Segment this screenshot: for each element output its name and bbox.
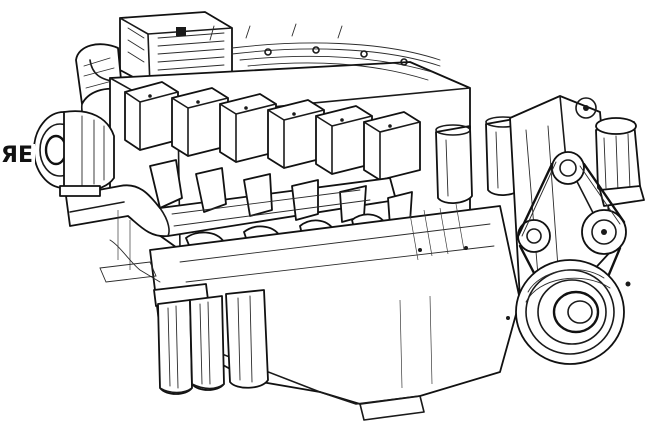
fuel-lines — [209, 23, 441, 81]
fuel-filters — [435, 116, 523, 204]
crank-pulley — [515, 259, 625, 365]
pulleys-belts — [516, 151, 627, 302]
oil-filters — [153, 283, 269, 395]
turbocharger — [33, 110, 115, 197]
edge-caption-text: ЯЕ — [0, 143, 35, 168]
exhaust-manifold — [65, 159, 413, 238]
cylinder-head-covers — [124, 81, 421, 181]
detail-hatching — [99, 203, 631, 320]
oil-centrifuge — [595, 117, 645, 207]
